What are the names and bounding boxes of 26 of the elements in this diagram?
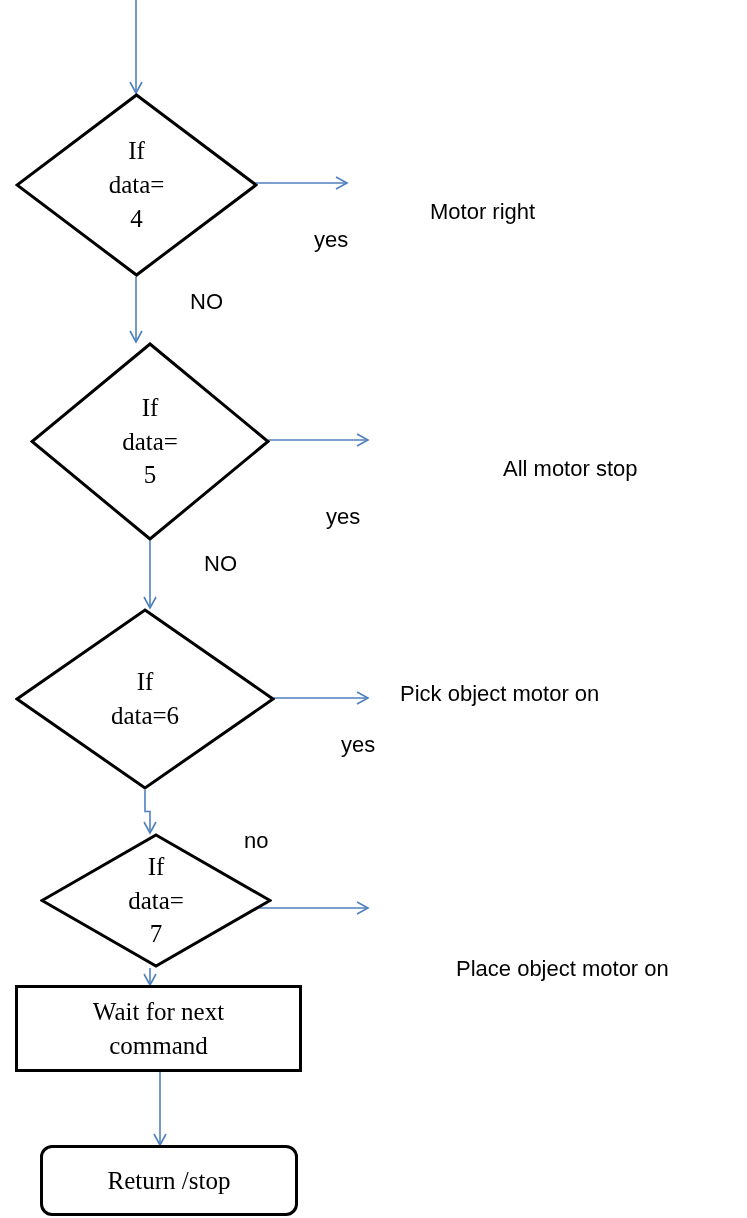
arrow	[129, 0, 143, 94]
node-text: Wait for next command	[91, 996, 226, 1061]
arrow	[143, 967, 157, 986]
node-text: If data= 7	[127, 851, 185, 950]
node-text: If data= 5	[121, 392, 179, 491]
arrow	[153, 1071, 167, 1146]
terminal-box	[40, 1145, 298, 1216]
process-box	[15, 985, 302, 1072]
node-text: If data= 4	[107, 136, 166, 234]
node-text: Return /stop	[106, 1165, 232, 1196]
action-label: Pick object motor on	[400, 680, 600, 708]
arrow	[143, 789, 157, 834]
decision-diamond	[15, 93, 258, 277]
action-label: All motor stop	[503, 455, 638, 483]
arrow	[254, 176, 348, 190]
arrow	[129, 276, 143, 343]
node-text: If data=6	[109, 667, 181, 731]
arrow	[143, 540, 157, 609]
decision-diamond	[30, 342, 270, 541]
arrow	[258, 901, 369, 915]
action-label: Place object motor on	[456, 955, 669, 983]
arrow	[267, 433, 369, 447]
action-label: Motor right	[430, 198, 536, 226]
arrow	[272, 691, 369, 705]
decision-diamond	[40, 833, 272, 968]
decision-diamond	[15, 608, 275, 790]
